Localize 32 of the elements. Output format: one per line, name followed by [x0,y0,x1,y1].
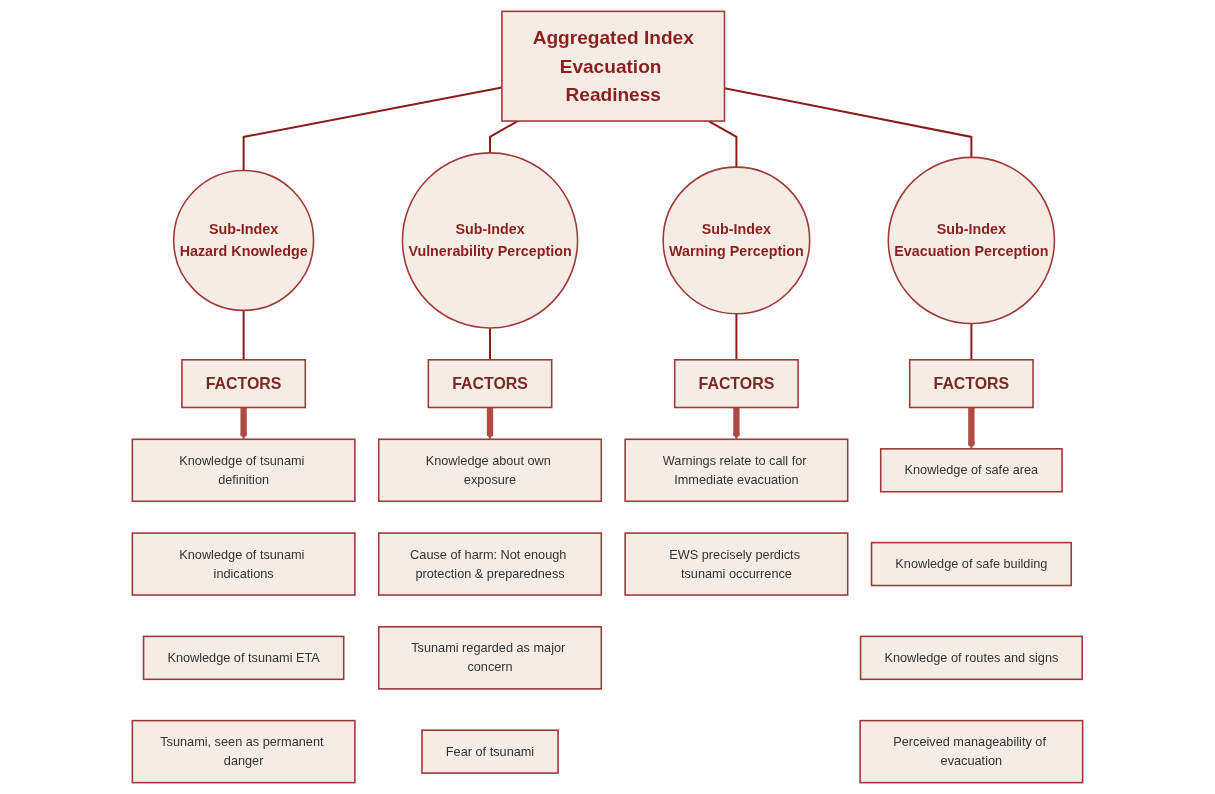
node-box: FACTORS [427,359,553,409]
node-box: FACTORS [908,359,1034,409]
node-box: Cause of harm: Not enough protection & preparedness [377,532,603,596]
node-box: Knowledge of tsunami indications [131,532,356,596]
arrow [486,407,494,440]
node-box: Knowledge about own exposure [377,438,603,503]
node-box: FACTORS [181,359,307,409]
arrow [732,407,740,440]
node-box: Knowledge of safe building [870,541,1073,587]
node-circle: Sub-Index Evacuation Perception [887,156,1056,325]
connector [735,312,738,361]
connector [489,120,519,154]
connector [242,309,245,361]
node-box: Aggregated Index Evacuation Readiness [501,10,726,122]
node-circle: Sub-Index Hazard Knowledge [172,169,315,312]
node-box: Knowledge of tsunami definition [131,438,356,503]
connector [970,322,973,361]
node-circle: Sub-Index Warning Perception [662,166,811,315]
node-box: Perceived manageability of evacuation [859,719,1084,784]
node-box: Knowledge of routes and signs [859,635,1083,681]
node-box: Knowledge of tsunami ETA [142,635,345,681]
node-box: EWS precisely perdicts tsunami occurrence [624,532,849,596]
arrow [967,407,975,450]
node-box: FACTORS [673,359,799,409]
node-box: Knowledge of safe area [879,448,1063,493]
node-box: Warnings relate to call for Immediate evacuation [624,438,849,503]
node-box: Tsunami regarded as major concern [377,626,603,690]
node-circle: Sub-Index Vulnerability Perception [401,152,579,329]
arrow [240,407,248,440]
connector [489,327,491,361]
node-box: Tsunami, seen as permanent danger [131,719,356,784]
node-box: Fear of tsunami [421,729,559,774]
